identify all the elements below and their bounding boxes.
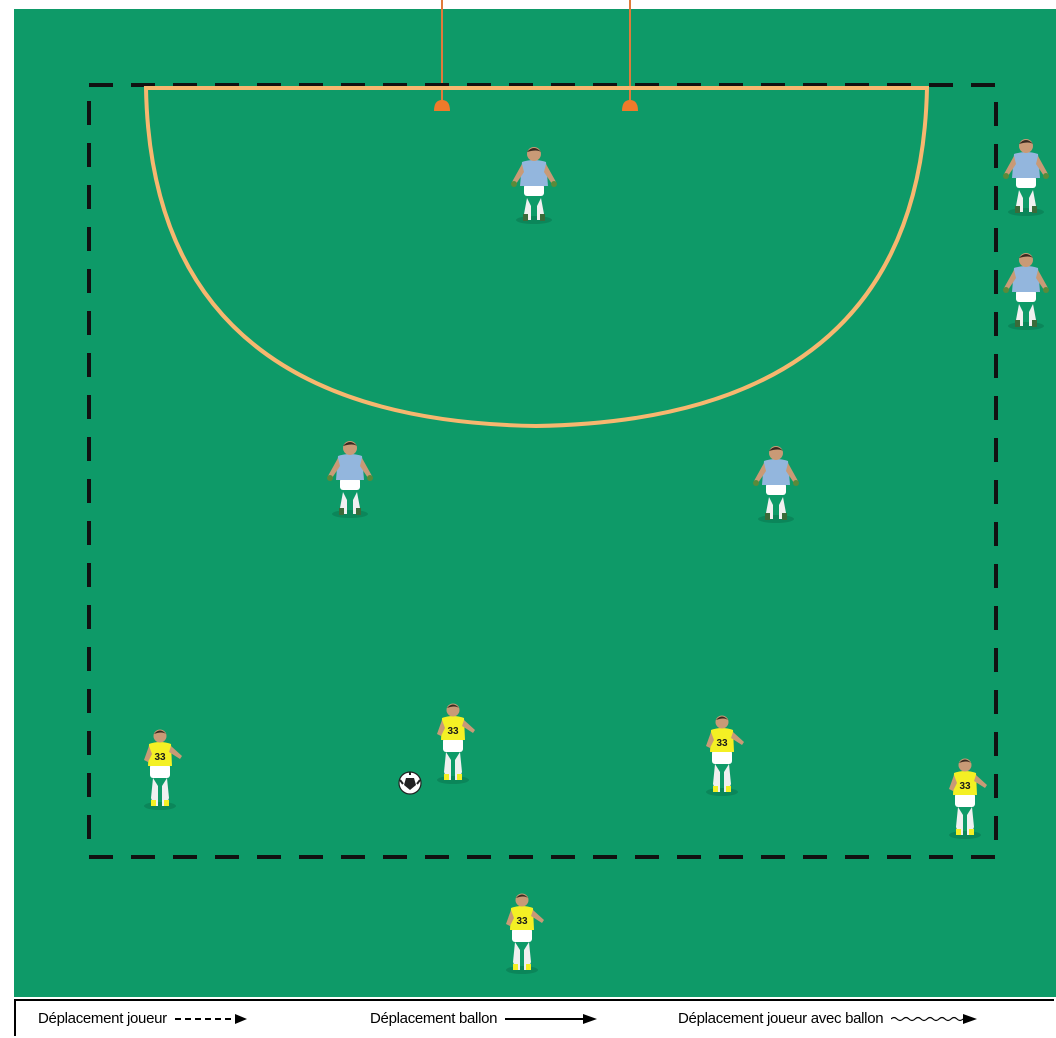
legend: Déplacement joueur Déplacement ballon Dé… — [14, 999, 1054, 1036]
attacker-player-icon — [949, 759, 987, 840]
attacker-player-icon — [706, 716, 744, 797]
cone-icon — [622, 100, 638, 111]
legend-ball-move: Déplacement ballon — [370, 1001, 597, 1036]
dashed-arrow-icon — [175, 1013, 247, 1025]
legend-player-with-ball-label: Déplacement joueur avec ballon — [678, 1010, 883, 1027]
cone-icon — [434, 100, 450, 111]
attacker-player-icon — [144, 730, 182, 811]
solid-arrow-icon — [505, 1013, 597, 1025]
defender-player-icon — [511, 147, 557, 224]
legend-ball-move-label: Déplacement ballon — [370, 1010, 497, 1027]
attacker-player-icon — [506, 894, 544, 975]
legend-player-with-ball: Déplacement joueur avec ballon — [678, 1001, 981, 1036]
legend-player-move-label: Déplacement joueur — [38, 1010, 167, 1027]
legend-player-move: Déplacement joueur — [38, 1001, 247, 1036]
defender-player-icon — [327, 441, 373, 518]
goal-area-arc — [146, 88, 927, 426]
defender-player-icon — [1003, 139, 1049, 216]
defender-player-icon — [1003, 253, 1049, 330]
attacker-player-icon — [437, 704, 475, 785]
drill-diagram: 33 — [0, 0, 1056, 1000]
wavy-arrow-icon — [891, 1013, 981, 1025]
ball-icon — [399, 772, 421, 794]
defender-player-icon — [753, 446, 799, 523]
training-zone-dashed — [89, 85, 996, 857]
